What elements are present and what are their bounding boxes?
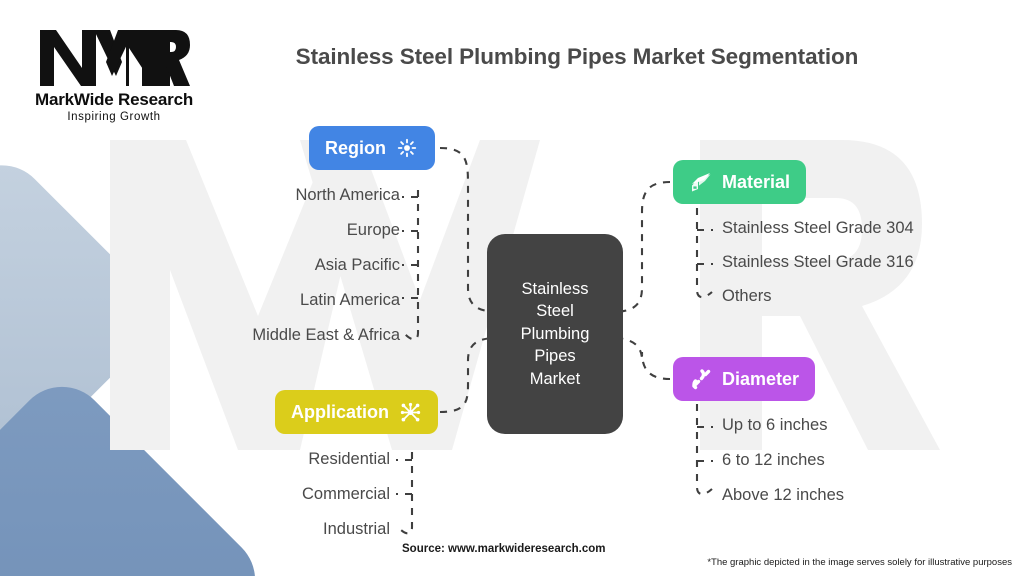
central-node: Stainless Steel Plumbing Pipes Market bbox=[487, 234, 623, 434]
brand-logo: MarkWide Research Inspiring Growth bbox=[22, 28, 206, 123]
leaf-list-application: Residential Commercial Industrial bbox=[180, 450, 390, 539]
connector-region-spine bbox=[403, 190, 420, 341]
page-title: Stainless Steel Plumbing Pipes Market Se… bbox=[295, 44, 859, 69]
leaf-item: Stainless Steel Grade 316 bbox=[722, 253, 914, 271]
category-badge-diameter[interactable]: Diameter bbox=[673, 357, 816, 401]
leaf-item: Middle East & Africa bbox=[252, 326, 400, 344]
leaf-item: Above 12 inches bbox=[722, 486, 845, 504]
connector-material-spine bbox=[695, 208, 713, 299]
leaf-list-region: North America Europe Asia Pacific Latin … bbox=[160, 186, 400, 345]
leaf-item: Residential bbox=[308, 450, 390, 468]
category-badge-application[interactable]: Application bbox=[275, 390, 438, 434]
category-label-diameter: Diameter bbox=[722, 368, 800, 389]
network-nodes-icon bbox=[398, 400, 422, 424]
leaf-list-material: Stainless Steel Grade 304 Stainless Stee… bbox=[722, 219, 1002, 306]
leaf-item: Asia Pacific bbox=[314, 256, 400, 274]
pipe-icon bbox=[689, 367, 713, 391]
leaf-item: Stainless Steel Grade 304 bbox=[722, 219, 914, 237]
leaf-item: Europe bbox=[346, 221, 400, 239]
material-block-icon bbox=[689, 170, 713, 194]
leaf-item: Others bbox=[722, 287, 772, 305]
category-badge-region[interactable]: Region bbox=[309, 126, 435, 170]
connector-diameter-spine bbox=[695, 404, 713, 496]
leaf-item: Industrial bbox=[323, 520, 390, 538]
central-node-label: Stainless Steel Plumbing Pipes Market bbox=[520, 279, 590, 388]
source-text: Source: www.markwideresearch.com bbox=[402, 543, 606, 555]
brand-tagline: Inspiring Growth bbox=[67, 111, 161, 123]
disclaimer-text: *The graphic depicted in the image serve… bbox=[707, 557, 1012, 568]
category-label-region: Region bbox=[325, 137, 386, 158]
connector-application-spine bbox=[397, 452, 414, 535]
leaf-item: Up to 6 inches bbox=[722, 416, 828, 434]
mwr-logo-icon bbox=[40, 30, 190, 86]
leaf-item: Commercial bbox=[301, 485, 390, 503]
category-label-material: Material bbox=[722, 171, 791, 192]
category-badge-material[interactable]: Material bbox=[673, 160, 807, 204]
category-label-application: Application bbox=[291, 401, 389, 422]
burst-icon bbox=[395, 136, 419, 160]
decorative-diamond-light bbox=[0, 146, 172, 486]
brand-name: MarkWide Research bbox=[34, 90, 194, 109]
leaf-list-diameter: Up to 6 inches 6 to 12 inches Above 12 i… bbox=[722, 416, 1002, 505]
leaf-item: 6 to 12 inches bbox=[722, 451, 825, 469]
leaf-item: Latin America bbox=[300, 291, 400, 309]
leaf-item: North America bbox=[295, 186, 400, 204]
